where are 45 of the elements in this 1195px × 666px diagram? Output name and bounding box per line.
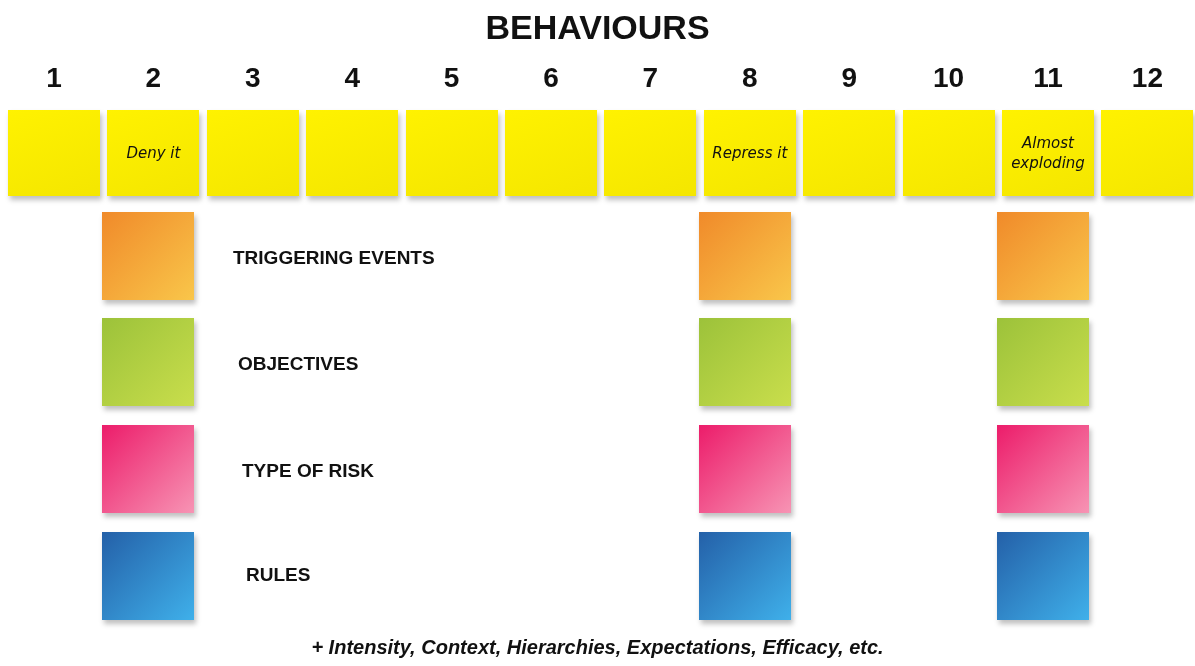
sticky-note bbox=[803, 110, 896, 196]
sticky-note bbox=[206, 110, 299, 196]
row-label: OBJECTIVES bbox=[238, 353, 359, 375]
sticky-note bbox=[102, 318, 195, 406]
column-number: 8 bbox=[741, 62, 759, 94]
column-number: 7 bbox=[641, 62, 660, 94]
sticky-note bbox=[698, 212, 791, 300]
column-number: 1 bbox=[45, 62, 63, 94]
sticky-note bbox=[902, 110, 995, 196]
row-label: TYPE OF RISK bbox=[242, 460, 374, 482]
sticky-note bbox=[505, 110, 597, 196]
column-number: 12 bbox=[1130, 62, 1164, 94]
sticky-note bbox=[997, 318, 1089, 406]
sticky-note bbox=[405, 110, 498, 196]
handwritten-note-text: Almost exploding bbox=[1010, 133, 1086, 173]
sticky-note bbox=[604, 110, 697, 196]
column-number: 6 bbox=[542, 62, 560, 94]
caption: + Intensity, Context, Hierarchies, Expectations, Efficacy, etc. bbox=[310, 636, 885, 659]
sticky-note bbox=[8, 110, 100, 196]
column-number: 10 bbox=[932, 62, 966, 94]
sticky-note bbox=[102, 212, 195, 300]
diagram-title: BEHAVIOURS bbox=[484, 8, 711, 47]
sticky-note bbox=[102, 532, 195, 620]
sticky-note bbox=[107, 110, 200, 196]
sticky-note bbox=[997, 532, 1089, 620]
sticky-note bbox=[997, 212, 1089, 300]
column-number: 9 bbox=[840, 62, 858, 94]
sticky-note bbox=[1101, 110, 1194, 196]
row-label: RULES bbox=[246, 564, 311, 586]
column-number: 11 bbox=[1032, 62, 1064, 94]
row-label: TRIGGERING EVENTS bbox=[233, 247, 435, 269]
sticky-note bbox=[698, 318, 791, 406]
column-number: 3 bbox=[244, 62, 262, 94]
sticky-note bbox=[997, 425, 1089, 513]
column-number: 4 bbox=[343, 62, 361, 94]
handwritten-note-text: Deny it bbox=[125, 143, 182, 163]
column-number: 5 bbox=[442, 62, 461, 94]
sticky-note bbox=[698, 425, 791, 513]
sticky-note bbox=[703, 110, 796, 196]
sticky-note bbox=[1002, 110, 1094, 196]
column-number: 2 bbox=[144, 62, 163, 94]
sticky-note bbox=[102, 425, 195, 513]
handwritten-note-text: Repress it bbox=[711, 143, 789, 163]
sticky-note bbox=[698, 532, 791, 620]
sticky-note bbox=[306, 110, 399, 196]
